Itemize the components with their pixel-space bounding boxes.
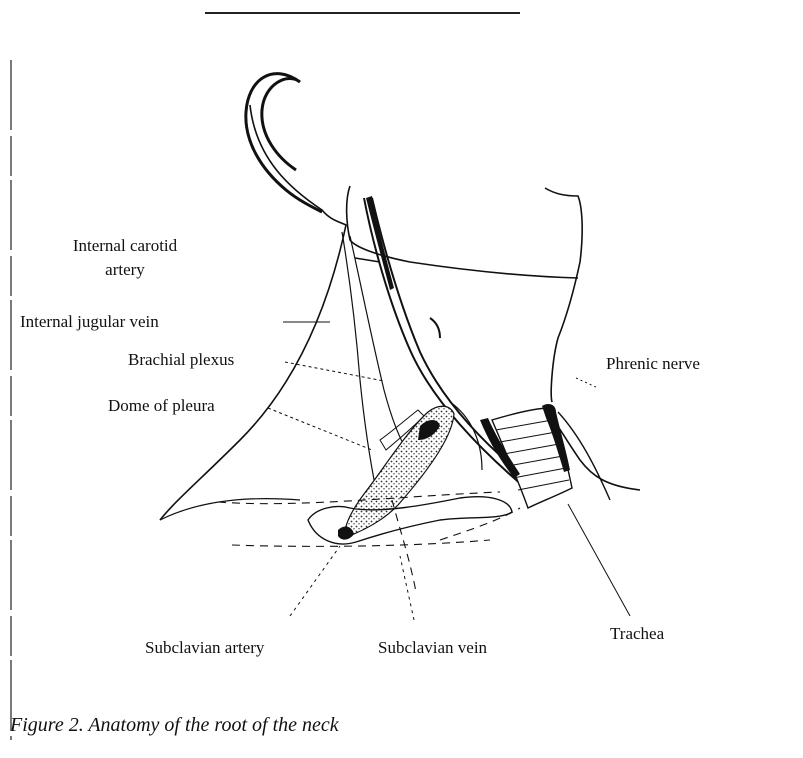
phrenic-leader-dots [576,378,598,388]
label-internal-jugular-vein: Internal jugular vein [20,312,159,332]
figure-caption: Figure 2. Anatomy of the root of the nec… [10,714,339,737]
neck-posterior-outline [160,105,346,520]
shoulder-outline [160,499,300,520]
label-dome-of-pleura: Dome of pleura [108,396,215,416]
vessel-dark-strip [366,196,394,290]
carotid-branch [430,318,440,338]
ear-outline [246,74,322,212]
label-phrenic-nerve: Phrenic nerve [606,354,700,374]
leader-lines [268,322,630,620]
label-trachea: Trachea [610,624,664,644]
chin-line [355,258,380,262]
label-subclavian-vein: Subclavian vein [378,638,487,658]
face-outline [545,188,582,402]
subclavian-curve [450,402,482,470]
label-subclavian-artery: Subclavian artery [145,638,264,658]
label-internal-carotid-artery: Internal carotid artery [60,234,190,282]
clavicle-shape [308,497,512,544]
label-brachial-plexus: Brachial plexus [128,350,234,370]
neck-inner-line-2 [350,236,408,452]
neck-inner-line [342,232,376,490]
